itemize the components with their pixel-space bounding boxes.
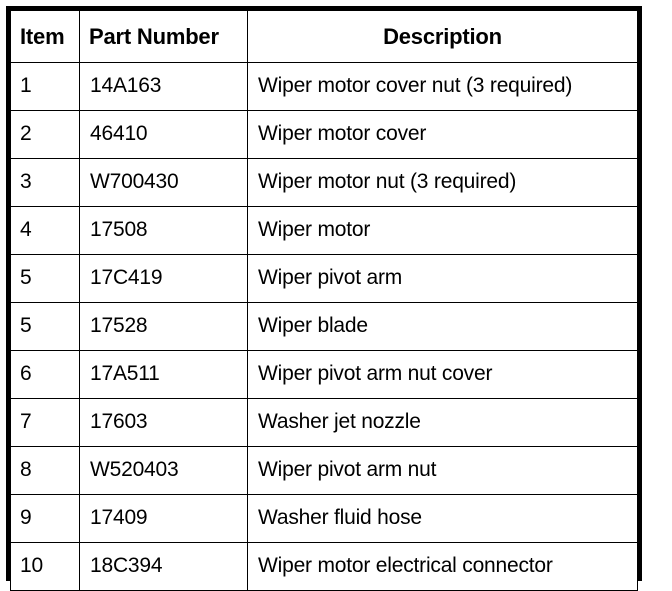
table-header: Item Part Number Description — [10, 10, 638, 63]
cell-description: Washer fluid hose — [247, 494, 638, 543]
cell-item: 3 — [10, 158, 80, 207]
cell-part-number: 14A163 — [79, 62, 248, 111]
cell-part-number: 17528 — [79, 302, 248, 351]
cell-item: 5 — [10, 302, 80, 351]
cell-item: 8 — [10, 446, 80, 495]
cell-description: Wiper motor cover — [247, 110, 638, 159]
cell-item: 2 — [10, 110, 80, 159]
cell-item: 10 — [10, 542, 80, 591]
cell-description: Wiper motor electrical connector — [247, 542, 638, 591]
cell-description: Wiper pivot arm nut cover — [247, 350, 638, 399]
cell-item: 6 — [10, 350, 80, 399]
cell-item: 7 — [10, 398, 80, 447]
cell-part-number: 17A511 — [79, 350, 248, 399]
cell-description: Wiper motor — [247, 206, 638, 255]
cell-part-number: 46410 — [79, 110, 248, 159]
cell-item: 1 — [10, 62, 80, 111]
cell-description: Wiper pivot arm — [247, 254, 638, 303]
table-header-row: Item Part Number Description — [10, 10, 638, 63]
column-header-item: Item — [10, 10, 80, 63]
cell-description: Wiper blade — [247, 302, 638, 351]
cell-part-number: W700430 — [79, 158, 248, 207]
cell-description: Washer jet nozzle — [247, 398, 638, 447]
cell-part-number: 17603 — [79, 398, 248, 447]
cell-part-number: 17409 — [79, 494, 248, 543]
cell-part-number: 17C419 — [79, 254, 248, 303]
cell-item: 4 — [10, 206, 80, 255]
cell-part-number: W520403 — [79, 446, 248, 495]
cell-item: 5 — [10, 254, 80, 303]
cell-description: Wiper pivot arm nut — [247, 446, 638, 495]
cell-description: Wiper motor nut (3 required) — [247, 158, 638, 207]
cell-part-number: 17508 — [79, 206, 248, 255]
column-header-part-number: Part Number — [79, 10, 248, 63]
cell-part-number: 18C394 — [79, 542, 248, 591]
cell-item: 9 — [10, 494, 80, 543]
column-header-description: Description — [247, 10, 638, 63]
cell-description: Wiper motor cover nut (3 required) — [247, 62, 638, 111]
